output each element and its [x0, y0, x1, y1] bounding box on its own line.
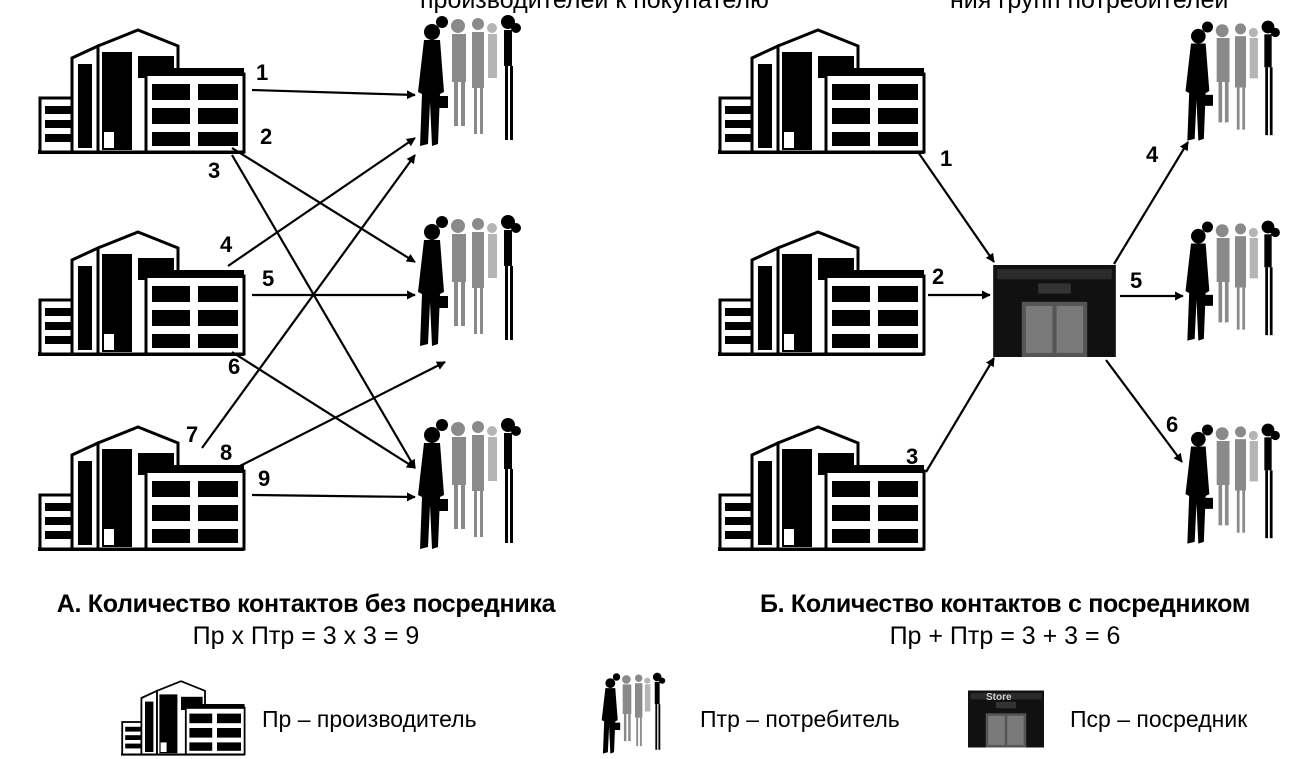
legend-consumer-icon — [601, 672, 666, 754]
consumer-icon — [418, 215, 521, 346]
panel-b-caption: Б. Количество контактов с посредником — [759, 590, 1251, 618]
top-fragment-right: ния групп потребителей — [950, 0, 1229, 14]
arrow-label-8: 8 — [220, 440, 233, 465]
panel-b-formula: Пр + Птр = 3 + 3 = 6 — [889, 622, 1121, 650]
arrow-4 — [227, 137, 416, 267]
arrow-b-label-3: 3 — [906, 444, 919, 469]
producer-icon — [38, 230, 246, 358]
producer-icon — [718, 28, 926, 156]
store-sign: Store — [986, 692, 1012, 703]
legend-consumer-label: Птр – потребитель — [700, 706, 900, 732]
producer-icon — [718, 425, 926, 553]
consumer-icon — [1185, 220, 1280, 341]
arrow-label-6: 6 — [228, 354, 241, 379]
arrow-7 — [201, 154, 416, 449]
arrow-label-9: 9 — [258, 466, 271, 491]
arrow-b-1 — [917, 151, 995, 263]
panel-a-formula: Пр х Птр = 3 х 3 = 9 — [192, 622, 420, 650]
producer-icon — [38, 425, 246, 553]
consumer-icon — [1185, 423, 1280, 544]
arrow-8 — [231, 361, 446, 471]
arrow-label-1: 1 — [256, 60, 269, 85]
arrow-b-label-4: 4 — [1146, 142, 1159, 167]
arrow-b-label-2: 2 — [932, 264, 945, 289]
arrow-b-3 — [925, 357, 995, 473]
legend-icons — [120, 672, 1044, 757]
arrow-b-label-5: 5 — [1130, 268, 1143, 293]
legend-intermediary-label: Пср – посредник — [1070, 706, 1248, 732]
producer-icon — [38, 28, 246, 156]
arrow-label-4: 4 — [220, 232, 233, 257]
consumer-icon — [418, 418, 521, 549]
arrow-3 — [231, 154, 416, 469]
arrow-b-6 — [1105, 359, 1183, 463]
legend-producer-icon — [120, 680, 246, 757]
arrow-6 — [231, 351, 416, 469]
consumer-icon — [1185, 20, 1280, 141]
arrow-9 — [251, 492, 416, 502]
arrow-label-7: 7 — [186, 422, 199, 447]
arrow-1 — [251, 88, 416, 100]
panel-a-caption: А. Количество контактов без посредника — [56, 590, 556, 618]
arrow-b-label-1: 1 — [940, 146, 953, 171]
panel-b — [718, 20, 1280, 553]
arrow-label-3: 3 — [208, 158, 221, 183]
arrow-b-4 — [1113, 141, 1189, 265]
legend-producer-label: Пр – производитель — [262, 706, 477, 732]
arrow-label-2: 2 — [260, 124, 273, 149]
arrow-label-5: 5 — [262, 266, 275, 291]
arrow-b-label-6: 6 — [1166, 412, 1179, 437]
intermediary-icon — [993, 265, 1116, 357]
consumer-icon — [418, 15, 521, 146]
producer-icon — [718, 230, 926, 358]
top-fragment-left: производителей к покупателю — [420, 0, 769, 14]
arrow-2 — [231, 147, 416, 263]
panel-a — [38, 15, 521, 553]
